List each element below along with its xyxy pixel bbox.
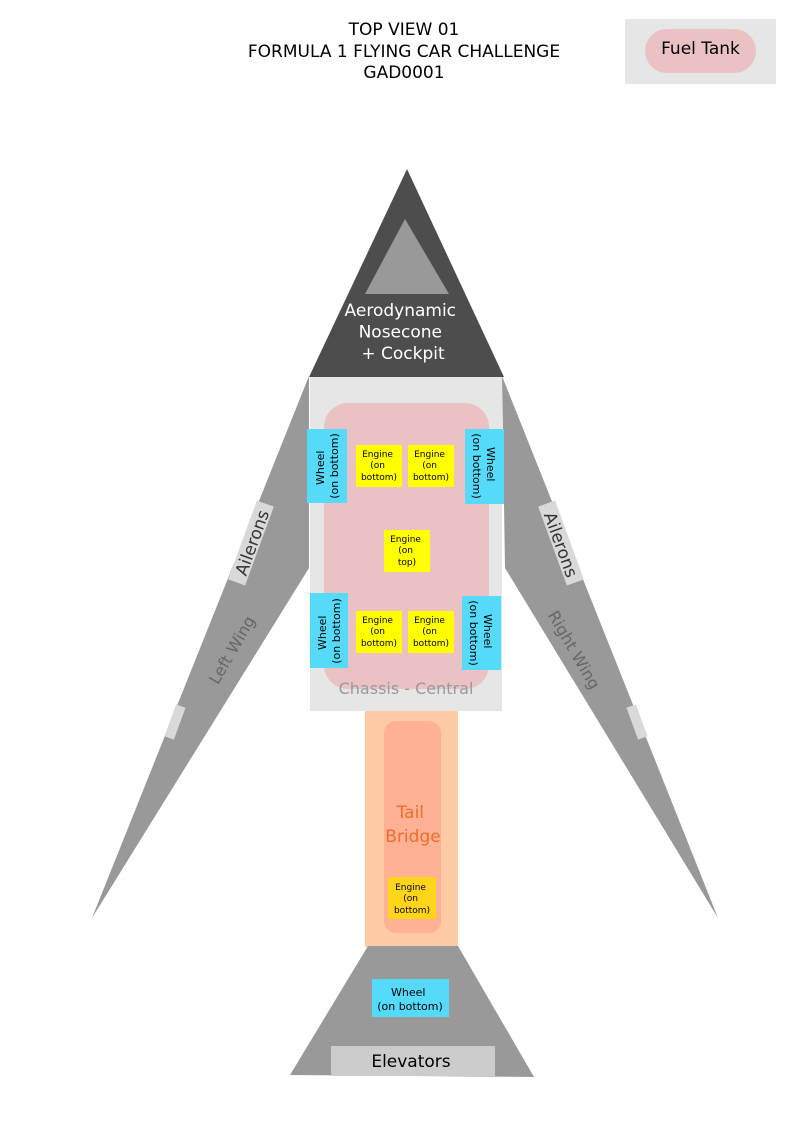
wheel-label-line-1: Wheel	[391, 986, 425, 999]
engine-label-line-3: bottom)	[361, 473, 397, 483]
svg-text:Wheel (on bottom): Wheel (on bottom)	[470, 433, 497, 499]
right-wing-tab	[626, 704, 648, 740]
title-line-1: TOP VIEW 01	[348, 20, 460, 40]
wheel-label-line-2: (on bottom)	[377, 1000, 443, 1013]
wheel-label-line-1: Wheel	[314, 451, 327, 485]
svg-text:Engine (on top): Engine (on top)	[390, 535, 424, 568]
wheel-tail: Wheel (on bottom)	[372, 979, 449, 1017]
nosecone-line-2: Nosecone	[359, 323, 442, 343]
engine-label-line-3: bottom)	[361, 639, 397, 649]
left-aileron	[228, 500, 274, 586]
engine-label-line-3: bottom)	[394, 906, 430, 916]
nosecone-label: Aerodynamic Nosecone + Cockpit	[345, 301, 462, 364]
svg-text:Wheel (on bottom): Wheel (on bottom)	[377, 986, 443, 1013]
wheel-front-left: Wheel (on bottom)	[307, 429, 347, 503]
left-wing-tab	[164, 704, 186, 740]
wheel-label-line-1: Wheel	[316, 616, 329, 650]
wheel-front-right: Wheel (on bottom)	[465, 429, 504, 504]
title-line-3: GAD0001	[363, 63, 445, 83]
svg-text:Engine (on bottom): Engine (on bottom)	[361, 616, 397, 649]
engine-label-line-1: Engine	[414, 450, 445, 460]
engine-label-line-1: Engine	[362, 450, 393, 460]
wheel-label-line-2: (on bottom)	[328, 433, 341, 499]
tail-bridge-line-1: Tail	[396, 803, 424, 823]
engine-label-line-2: (on	[370, 627, 385, 637]
engine-label-line-2: (on	[403, 894, 418, 904]
engine-rear-right: Engine (on bottom)	[408, 611, 454, 653]
svg-text:Engine (on bottom): Engine (on bottom)	[413, 450, 449, 483]
chassis-label: Chassis - Central	[339, 679, 474, 698]
title-line-2: FORMULA 1 FLYING CAR CHALLENGE	[247, 41, 561, 62]
engine-label-line-2: (on	[422, 627, 437, 637]
legend-fuel-tank-label: Fuel Tank	[661, 39, 740, 59]
engine-label-line-2: (on	[398, 546, 413, 556]
engine-label-line-1: Engine	[390, 535, 421, 545]
right-aileron	[538, 500, 584, 586]
wheel-label-line-1: Wheel	[484, 447, 497, 481]
left-wing	[92, 376, 309, 918]
engine-front-right: Engine (on bottom)	[408, 445, 454, 487]
svg-text:Wheel (on bottom): Wheel (on bottom)	[314, 433, 341, 499]
wheel-label-line-2: (on bottom)	[470, 433, 483, 499]
legend-fuel-tank-swatch: Fuel Tank	[645, 29, 756, 73]
engine-label-line-2: (on	[422, 461, 437, 471]
wheel-label-line-1: Wheel	[481, 614, 494, 648]
svg-text:Engine (on bottom): Engine (on bottom)	[413, 616, 449, 649]
engine-label-line-1: Engine	[395, 883, 426, 893]
elevators-label: Elevators	[371, 1052, 450, 1072]
elevators	[331, 1046, 495, 1076]
engine-label-line-3: bottom)	[413, 473, 449, 483]
svg-text:Wheel (on bottom): Wheel (on bottom)	[467, 600, 494, 666]
engine-rear-left: Engine (on bottom)	[356, 611, 402, 653]
wheel-rear-left: Wheel (on bottom)	[310, 593, 348, 668]
svg-text:Engine (on bottom): Engine (on bottom)	[361, 450, 397, 483]
nosecone-line-1: Aerodynamic	[345, 301, 456, 321]
wheel-label-line-2: (on bottom)	[330, 598, 343, 664]
engine-label-line-3: top)	[398, 558, 416, 568]
tail-bridge-label: Tail Bridge	[385, 803, 440, 847]
diagram-title: TOP VIEW 01 FORMULA 1 FLYING CAR CHALLEN…	[204, 20, 604, 85]
nosecone-line-3: + Cockpit	[361, 344, 445, 364]
tail-bridge-line-2: Bridge	[385, 827, 440, 847]
wheel-rear-right: Wheel (on bottom)	[462, 596, 501, 670]
engine-label-line-1: Engine	[414, 616, 445, 626]
svg-text:Wheel (on bottom): Wheel (on bottom)	[316, 598, 343, 664]
cockpit	[365, 219, 449, 294]
wheel-label-line-2: (on bottom)	[467, 600, 480, 666]
engine-front-left: Engine (on bottom)	[356, 445, 402, 487]
legend: Fuel Tank	[625, 19, 776, 84]
engine-center-top: Engine (on top)	[384, 530, 430, 572]
engine-label-line-1: Engine	[362, 616, 393, 626]
svg-text:Engine (on bottom): Engine (on bottom)	[394, 883, 430, 916]
engine-label-line-3: bottom)	[413, 639, 449, 649]
engine-tail: Engine (on bottom)	[388, 877, 436, 919]
right-wing	[502, 376, 718, 918]
engine-label-line-2: (on	[370, 461, 385, 471]
